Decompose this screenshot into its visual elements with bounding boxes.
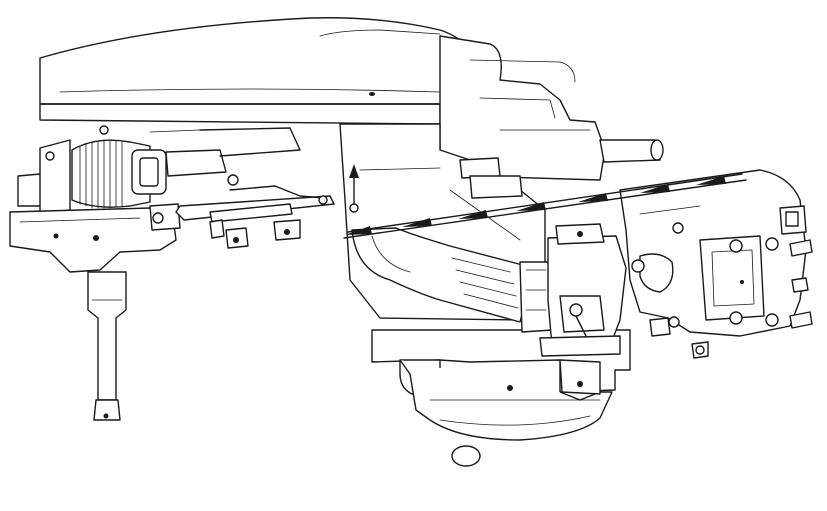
blower-housing	[439, 35, 664, 181]
flow-arrow	[516, 202, 546, 211]
flow-arrow	[402, 218, 432, 227]
starter-assembly	[17, 125, 301, 215]
drive-shaft	[87, 271, 127, 421]
air-cleaner-cover	[39, 17, 471, 125]
flow-arrow	[345, 226, 372, 235]
cylinder-head	[619, 169, 807, 337]
carburetor	[539, 223, 627, 357]
engine-base-plate	[9, 203, 181, 273]
throttle-linkage	[175, 174, 335, 249]
intake-hose	[351, 227, 553, 333]
flow-arrow	[458, 210, 488, 219]
airflow-path	[343, 164, 747, 239]
manifold-bolts	[649, 239, 813, 359]
pointer-arrow-up	[349, 164, 359, 178]
flow-arrow	[578, 193, 608, 202]
flow-arrow	[696, 176, 726, 185]
flow-arrow	[640, 184, 670, 193]
